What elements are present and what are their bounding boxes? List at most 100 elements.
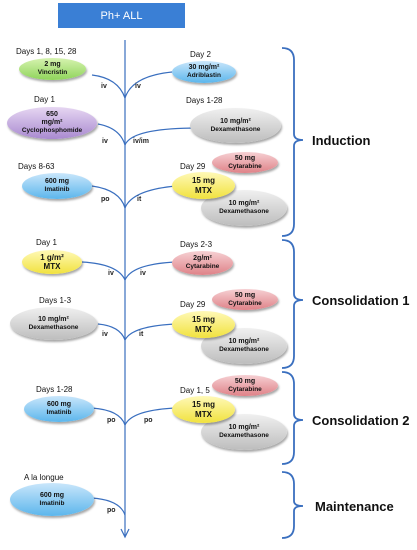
dose: 1 g/m² [40, 252, 64, 262]
route-label: iv [108, 270, 114, 277]
branch-mtx3 [124, 323, 177, 341]
node-cytarabine-consolidation2: 50 mg Cytarabine [212, 375, 278, 396]
dose: 50 mg [234, 291, 256, 299]
drug: Cytarabine [185, 263, 220, 271]
route-label: iv [135, 83, 141, 90]
drug: Imatinib [46, 409, 72, 417]
day-label-imatinib2: Days 1-28 [36, 385, 73, 394]
node-cytarabine-induction: 50 mg Cytarabine [212, 152, 278, 173]
route-label: po [101, 196, 110, 203]
day-label-mtx4: Day 1, 5 [180, 386, 210, 395]
route-label: iv [140, 270, 146, 277]
branch-vincristin [91, 74, 126, 99]
arrowhead [120, 528, 130, 539]
dose: 600 mg [39, 491, 65, 499]
node-mtx-consolidation1: 1 g/m² MTX [22, 250, 82, 274]
dose: 2g/m² [193, 255, 212, 263]
route-label: po [107, 507, 116, 514]
drug: Dexamethasone [219, 432, 269, 440]
route-label: iv [101, 83, 107, 90]
dose: 10 mg/m² [228, 424, 260, 432]
day-label-cyta2: Days 2-3 [180, 240, 213, 249]
branch-adriblastin [124, 71, 173, 99]
branch-mtx4 [124, 407, 177, 426]
drug: Vincristin [37, 69, 68, 77]
dose: 15 mg [191, 315, 216, 325]
day-label-mtx1: Day 29 [180, 162, 206, 171]
node-imatinib-maintenance: 600 mg Imatinib [10, 483, 94, 516]
drug: Dexamethasone [28, 323, 79, 331]
bracket-consolidation1 [281, 239, 304, 369]
phase-consolidation1: Consolidation 1 [312, 293, 410, 308]
dose: 30 mg/m² [188, 64, 220, 72]
branch-dexa1 [124, 127, 199, 146]
node-mtx-consolidation1-2: 15 mg MTX [172, 311, 235, 338]
drug: Imatinib [39, 499, 65, 507]
bracket-consolidation2 [281, 371, 304, 465]
day-label-imatinib1: Days 8-63 [18, 162, 55, 171]
drug: Dexamethasone [210, 125, 261, 133]
branch-imatinib2 [91, 407, 126, 426]
node-cyclophosphomide: 650 mg/m² Cyclophosphomide [7, 107, 97, 139]
branch-imatinib1 [91, 185, 126, 209]
day-label-dexa3: Days 1-3 [39, 296, 72, 305]
dose: 10 mg/m² [228, 200, 260, 208]
node-dexamethasone-induction: 10 mg/m² Dexamethasone [190, 108, 281, 143]
drug: Cytarabine [228, 299, 262, 307]
drug: MTX [43, 262, 61, 271]
drug: Imatinib [44, 186, 70, 194]
node-cytarabine-consolidation1: 2g/m² Cytarabine [172, 251, 233, 275]
dose: 50 mg [234, 154, 256, 162]
drug: MTX [195, 409, 212, 419]
route-label: po [144, 417, 153, 424]
route-label: iv [102, 138, 108, 145]
branch-mtx2 [81, 261, 126, 281]
title-text: Ph+ ALL [100, 9, 143, 22]
dose: 650 mg/m² [41, 111, 63, 127]
day-label-imatinib3: A la longue [24, 473, 64, 482]
drug: MTX [195, 185, 212, 195]
node-adriblastin: 30 mg/m² Adriblastin [172, 61, 236, 83]
node-imatinib-induction: 600 mg Imatinib [22, 173, 92, 199]
dose: 10 mg/m² [220, 117, 251, 125]
dose: 600 mg [44, 178, 70, 186]
dose: 600 mg [46, 401, 72, 409]
branch-mtx1 [124, 185, 177, 209]
drug: Dexamethasone [219, 208, 269, 216]
phase-consolidation2: Consolidation 2 [312, 413, 410, 428]
route-label: it [137, 196, 142, 203]
dose: 10 mg/m² [38, 315, 69, 323]
day-label-adriblastin: Day 2 [190, 50, 211, 59]
node-vincristin: 2 mg Vincristin [19, 58, 86, 80]
drug: Cytarabine [228, 162, 262, 170]
phase-maintenance: Maintenance [315, 499, 394, 514]
branch-dexa3 [97, 323, 126, 341]
day-label-mtx3: Day 29 [180, 300, 206, 309]
bracket-induction [281, 47, 304, 237]
route-label: iv [102, 331, 108, 338]
route-label: po [107, 417, 116, 424]
drug: Adriblastin [187, 72, 221, 80]
route-label: it [139, 331, 144, 338]
dose: 10 mg/m² [228, 338, 260, 346]
drug: MTX [195, 324, 212, 334]
drug: Dexamethasone [219, 346, 269, 354]
dose: 50 mg [234, 377, 256, 385]
dose: 15 mg [191, 176, 216, 186]
drug: Cytarabine [228, 385, 262, 393]
day-label-vincristin: Days 1, 8, 15, 28 [16, 47, 77, 56]
day-label-cyclo: Day 1 [34, 95, 55, 104]
node-imatinib-consolidation2: 600 mg Imatinib [24, 396, 94, 422]
branch-cyta2 [124, 261, 177, 281]
bracket-maintenance [281, 471, 304, 539]
branch-imatinib3 [91, 497, 126, 516]
title-box: Ph+ ALL [58, 3, 185, 28]
dose: 15 mg [191, 400, 216, 410]
drug: Cyclophosphomide [21, 127, 83, 135]
node-cytarabine-consolidation1-2: 50 mg Cytarabine [212, 289, 278, 310]
dose: 2 mg [44, 61, 61, 69]
phase-induction: Induction [312, 133, 371, 148]
node-mtx-induction: 15 mg MTX [172, 172, 235, 199]
